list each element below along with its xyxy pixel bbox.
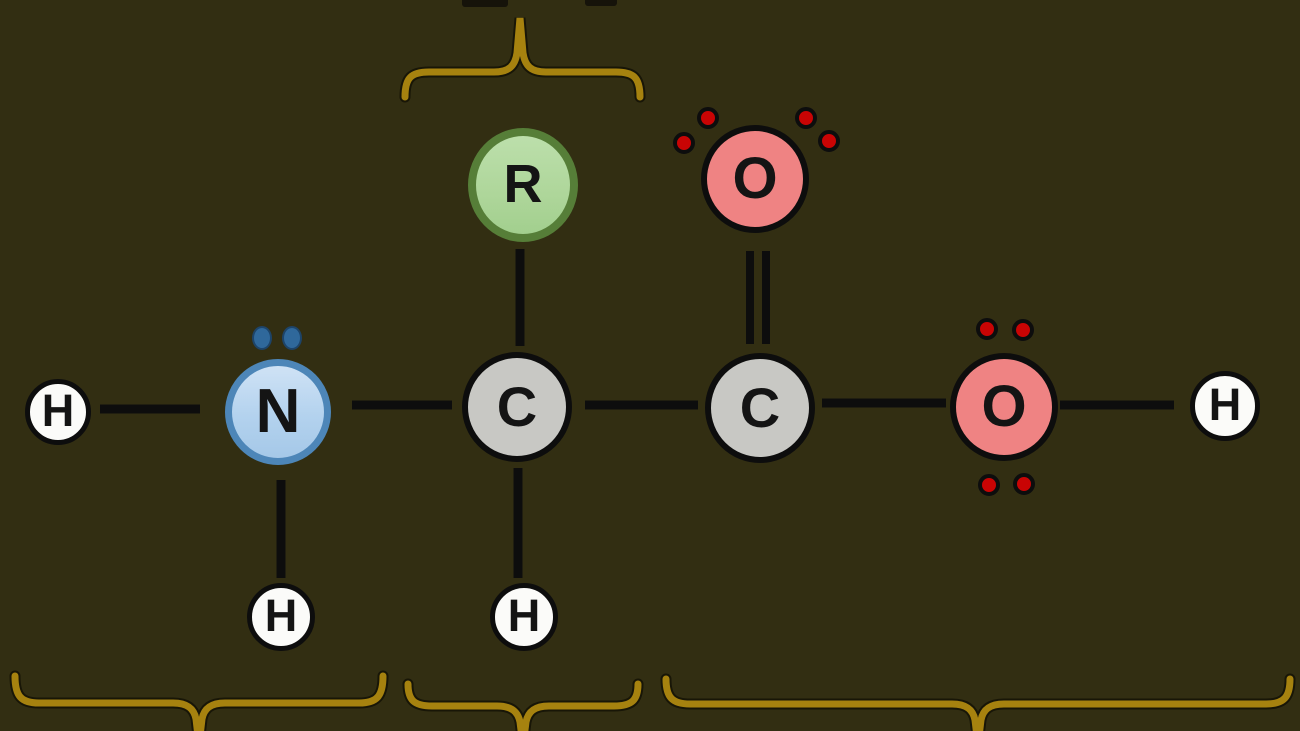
atom-label: H bbox=[41, 385, 75, 436]
atom-hydroxyl-oxygen: O bbox=[950, 353, 1058, 461]
atom-label: H bbox=[264, 590, 298, 641]
atom-carbonyl-oxygen: O bbox=[701, 125, 809, 233]
atom-label: O bbox=[981, 373, 1027, 439]
carbonyl-oxygen-dot-3 bbox=[795, 107, 817, 129]
bond-carboxyl-c-carbonyl-o bbox=[746, 251, 770, 344]
carbonyl-oxygen-dot-2 bbox=[673, 132, 695, 154]
atom-label: R bbox=[503, 154, 543, 214]
atom-label: N bbox=[255, 376, 301, 446]
atom-nitrogen: N bbox=[225, 359, 331, 465]
atom-hydroxyl-hydrogen: H bbox=[1190, 371, 1260, 441]
top-brace bbox=[401, 17, 644, 101]
atom-r-group: R bbox=[468, 128, 578, 242]
bottom-brace-amino bbox=[11, 672, 387, 731]
atom-label: C bbox=[496, 374, 538, 438]
hydroxyl-oxygen-dot-3 bbox=[978, 474, 1000, 496]
hydroxyl-oxygen-dot-4 bbox=[1013, 473, 1035, 495]
atom-label: H bbox=[1208, 379, 1242, 430]
atom-label: H bbox=[507, 590, 541, 641]
carbonyl-oxygen-dot-4 bbox=[818, 130, 840, 152]
atom-label: C bbox=[739, 375, 781, 439]
atom-label: O bbox=[732, 145, 778, 211]
hydroxyl-oxygen-dot-1 bbox=[976, 318, 998, 340]
bottom-brace-carboxyl bbox=[662, 675, 1294, 731]
atom-alpha-carbon: C bbox=[462, 352, 572, 462]
nitrogen-lone-pair-dot-2 bbox=[282, 326, 302, 350]
atom-alpha-hydrogen: H bbox=[490, 583, 558, 651]
cropped-text-remnant-left bbox=[462, 0, 508, 7]
carbonyl-oxygen-dot-1 bbox=[697, 107, 719, 129]
cropped-text-remnant-right bbox=[585, 0, 617, 6]
atom-left-hydrogen: H bbox=[25, 379, 91, 445]
bottom-brace-alpha bbox=[404, 680, 642, 731]
atom-carboxyl-carbon: C bbox=[705, 353, 815, 463]
atom-amine-hydrogen: H bbox=[247, 583, 315, 651]
hydroxyl-oxygen-dot-2 bbox=[1012, 319, 1034, 341]
nitrogen-lone-pair-dot-1 bbox=[252, 326, 272, 350]
